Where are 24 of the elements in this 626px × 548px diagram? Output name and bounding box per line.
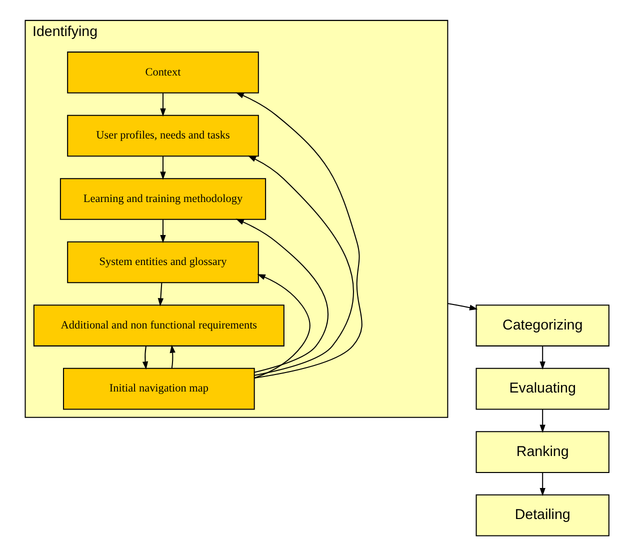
arrow [236, 218, 328, 373]
arrow [170, 344, 176, 368]
arrow [248, 156, 354, 376]
arrow [160, 93, 166, 117]
arrow [448, 302, 478, 310]
node-box: System entities and glossary [67, 241, 259, 284]
arrow [236, 92, 362, 378]
node-box: Context [67, 52, 259, 94]
arrow [160, 220, 166, 244]
arrow [160, 156, 166, 180]
arrow [254, 274, 310, 378]
arrow [540, 472, 546, 496]
node-box: Categorizing [476, 304, 610, 346]
arrow [540, 410, 546, 433]
node-box: Initial navigation map [63, 368, 255, 410]
node-box: Additional and non functional requirements [33, 304, 284, 346]
node-box: Evaluating [476, 368, 610, 410]
arrow [142, 346, 148, 370]
node-box: Ranking [476, 431, 610, 473]
arrow [540, 346, 546, 370]
node-box: Learning and training methodology [60, 178, 266, 220]
node-box: User profiles, needs and tasks [67, 114, 259, 157]
node-box: Detailing [476, 494, 610, 536]
arrow [158, 282, 164, 306]
